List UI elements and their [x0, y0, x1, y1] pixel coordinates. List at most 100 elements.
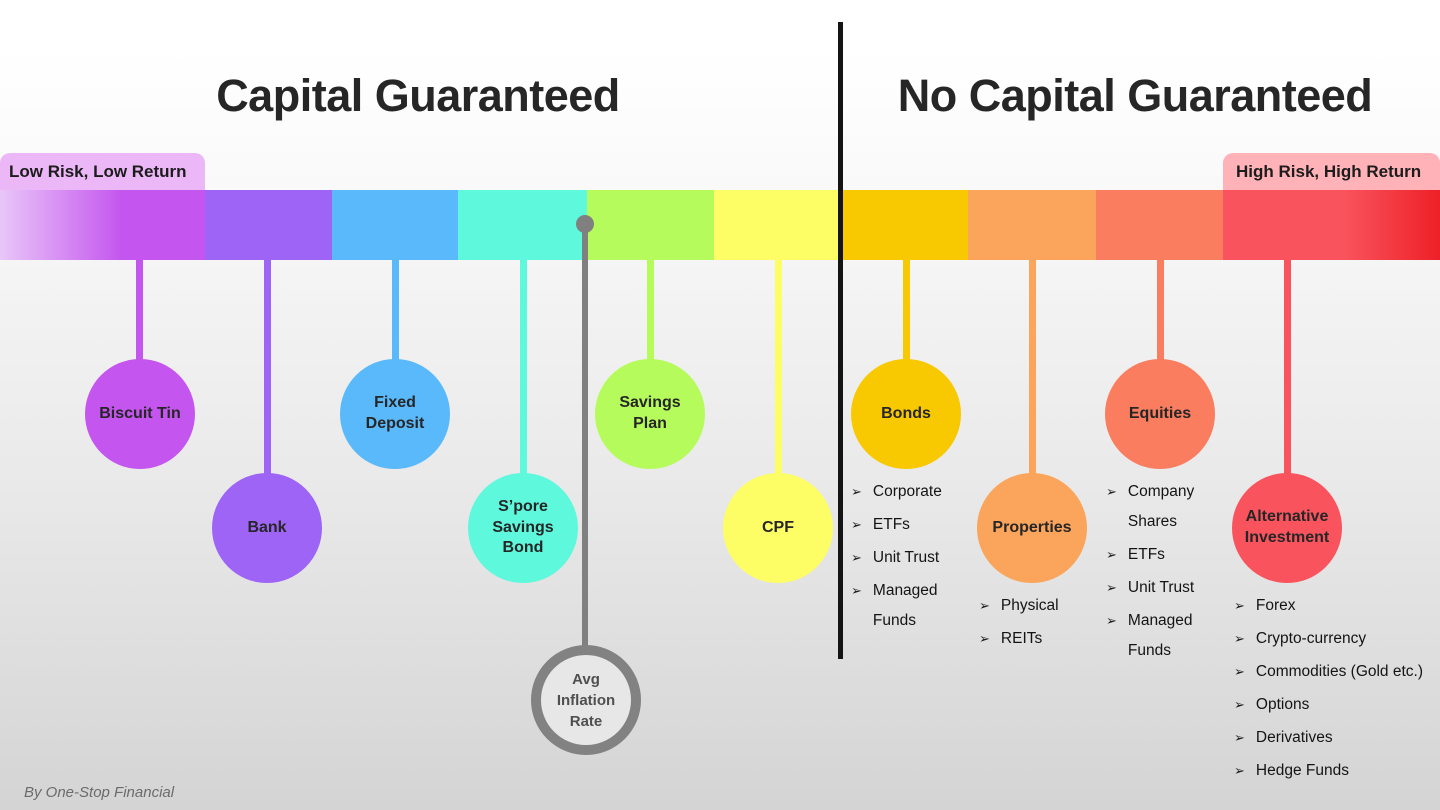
list-item-label: Corporate [872, 483, 942, 500]
arrow-bullet-icon: ➢ [851, 484, 862, 499]
circle-label: Bank [247, 518, 287, 536]
list-item-label: Physical [1000, 597, 1059, 614]
circle-label: Biscuit Tin [99, 404, 181, 422]
spectrum-segment-red [1223, 190, 1440, 260]
arrow-bullet-icon: ➢ [1234, 598, 1245, 613]
list-item: ➢ Derivatives [1234, 723, 1440, 753]
equities-list: ➢ Company Shares ➢ ETFs ➢ Unit Trust ➢ Managed … [1106, 477, 1222, 669]
list-item-label: Options [1255, 696, 1310, 713]
arrow-bullet-icon: ➢ [1106, 484, 1117, 499]
list-item: ➢ETFs [851, 510, 955, 540]
arrow-bullet-icon: ➢ [1234, 697, 1245, 712]
circle-label: Properties [992, 518, 1072, 536]
spectrum-segment-lavender-magenta [0, 190, 205, 260]
circle-label: S’pore Savings Bond [492, 497, 554, 557]
arrow-bullet-icon: ➢ [1234, 664, 1245, 679]
list-item: ➢Managed Funds [851, 576, 955, 636]
list-item: ➢ Crypto-currency [1234, 624, 1440, 654]
spectrum-segment-gold [841, 190, 968, 260]
circle-label: Bonds [881, 404, 931, 422]
arrow-bullet-icon: ➢ [1106, 580, 1117, 595]
arrow-bullet-icon: ➢ [1106, 613, 1117, 628]
list-item: ➢ Managed Funds [1106, 606, 1222, 666]
high-risk-badge: High Risk, High Return [1223, 153, 1440, 190]
list-item-label: Derivatives [1255, 729, 1333, 746]
circle-alternative-investment: Alternative Investment [1232, 473, 1342, 583]
arrow-bullet-icon: ➢ [851, 583, 862, 598]
circle-label: Fixed Deposit [365, 394, 425, 432]
list-item: ➢ Corporate [851, 477, 955, 507]
spectrum-segment-teal [458, 190, 587, 260]
arrow-bullet-icon: ➢ [1234, 763, 1245, 778]
spectrum-segment-violet [205, 190, 332, 260]
hang-line-properties [1029, 256, 1036, 480]
divider-line [838, 22, 843, 659]
circle-label: Equities [1128, 404, 1192, 422]
risk-spectrum-bar [0, 190, 1440, 260]
arrow-bullet-icon: ➢ [1234, 631, 1245, 646]
hang-line-bonds [903, 256, 910, 366]
circle-label: Avg Inflation Rate [556, 670, 616, 730]
circle-properties: Properties [977, 473, 1087, 583]
hang-line-biscuit-tin [136, 256, 143, 366]
arrow-bullet-icon: ➢ [851, 550, 862, 565]
section-title-capital-guaranteed: Capital Guaranteed [216, 70, 620, 121]
list-item-label: ETFs [872, 516, 910, 533]
hang-line-cpf [775, 256, 782, 480]
list-item: ➢ Unit Trust [1106, 573, 1222, 603]
arrow-bullet-icon: ➢ [979, 598, 990, 613]
list-item-label: Managed Funds [1127, 612, 1193, 659]
list-item-label: REITs [1000, 630, 1043, 647]
list-item: ➢ Hedge Funds [1234, 756, 1440, 786]
spectrum-segment-yellow [714, 190, 841, 260]
circle-fixed-deposit: Fixed Deposit [340, 359, 450, 469]
list-item-label: Company Shares [1127, 483, 1195, 530]
list-item-label: Forex [1255, 597, 1296, 614]
hang-line-alternative-investment [1284, 256, 1291, 480]
list-item: ➢ Physical [979, 591, 1129, 621]
circle-avg-inflation-rate: Avg Inflation Rate [531, 645, 641, 755]
circle-savings-plan: Savings Plan [595, 359, 705, 469]
list-item-label: Unit Trust [1127, 579, 1195, 596]
hang-line-spore-savings-bond [520, 256, 527, 480]
alternative-investment-list: ➢ Forex ➢ Crypto-currency ➢ Commodities (Gold… [1234, 591, 1440, 789]
spectrum-segment-green [587, 190, 714, 260]
spectrum-segment-orange [968, 190, 1096, 260]
list-item-label: Unit Trust [872, 549, 940, 566]
hang-line-fixed-deposit [392, 256, 399, 366]
list-item-label: Commodities (Gold etc.) [1255, 663, 1424, 680]
list-item-label: Crypto-currency [1255, 630, 1367, 647]
circle-label: Savings Plan [619, 394, 681, 432]
list-item: ➢ ETFs [1106, 540, 1222, 570]
circle-label: CPF [762, 518, 794, 536]
credit-text: By One-Stop Financial [24, 784, 175, 801]
arrow-bullet-icon: ➢ [1106, 547, 1117, 562]
circle-bonds: Bonds [851, 359, 961, 469]
circle-spore-savings-bond: S’pore Savings Bond [468, 473, 578, 583]
circle-biscuit-tin: Biscuit Tin [85, 359, 195, 469]
arrow-bullet-icon: ➢ [979, 631, 990, 646]
hang-line-bank [264, 256, 271, 480]
low-risk-badge: Low Risk, Low Return [0, 153, 205, 190]
hang-line-savings-plan [647, 256, 654, 366]
arrow-bullet-icon: ➢ [1234, 730, 1245, 745]
circle-bank: Bank [212, 473, 322, 583]
hang-line-equities [1157, 256, 1164, 366]
list-item: ➢ Unit Trust [851, 543, 955, 573]
inflation-marker-line [582, 222, 588, 648]
list-item: ➢ REITs [979, 624, 1129, 654]
bonds-list: ➢Corporate➢ETFs➢Unit Trust➢Managed Funds [851, 477, 955, 639]
list-item: ➢ Options [1234, 690, 1440, 720]
list-item-label: Hedge Funds [1255, 762, 1349, 779]
list-item: ➢ Commodities (Gold etc.) [1234, 657, 1440, 687]
inflation-marker-dot-icon [576, 215, 594, 233]
list-item-label: ETFs [1127, 546, 1165, 563]
circle-equities: Equities [1105, 359, 1215, 469]
spectrum-segment-blue [332, 190, 458, 260]
circle-label: Alternative Investment [1244, 508, 1330, 546]
circle-cpf: CPF [723, 473, 833, 583]
section-title-no-capital-guaranteed: No Capital Guaranteed [897, 70, 1373, 121]
list-item: ➢ Forex [1234, 591, 1440, 621]
spectrum-segment-coral [1096, 190, 1223, 260]
